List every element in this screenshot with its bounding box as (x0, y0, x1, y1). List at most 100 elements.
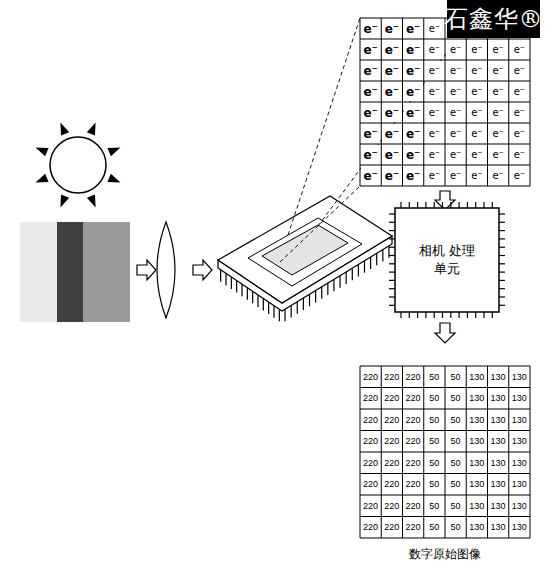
processor-body (395, 208, 499, 312)
pin (370, 257, 371, 269)
table-cell: 130 (489, 518, 508, 538)
pin (389, 238, 395, 239)
pin (389, 230, 395, 231)
electron-label: e⁻ (510, 103, 529, 122)
pin (499, 255, 505, 256)
table-line (360, 538, 530, 539)
electron-label: e⁻ (446, 166, 465, 185)
table-cell: 50 (425, 518, 444, 538)
pin (231, 277, 232, 289)
electron-label: e⁻ (489, 166, 508, 185)
electron-label: e⁻ (467, 61, 486, 80)
table-cell: 220 (382, 432, 401, 452)
electron-label: e⁻ (446, 61, 465, 80)
electron-label: e⁻ (510, 82, 529, 101)
electron-label: e⁻ (382, 40, 401, 59)
table-cell: 220 (361, 367, 380, 387)
pin (263, 298, 264, 310)
electron-label: e⁻ (425, 103, 444, 122)
pin (389, 222, 395, 223)
table-cell: 50 (425, 367, 444, 387)
caption: 数字原始图像 (409, 546, 481, 563)
processor-pins (389, 202, 505, 318)
electron-label: e⁻ (425, 124, 444, 143)
pin (236, 281, 237, 293)
electron-label: e⁻ (361, 82, 380, 101)
electron-label: e⁻ (510, 61, 529, 80)
leader-line (288, 18, 360, 235)
table-cell: 220 (382, 496, 401, 516)
pin (434, 202, 435, 208)
grid-line (360, 186, 530, 187)
pin (499, 288, 505, 289)
table-cell: 130 (489, 475, 508, 495)
electron-label: e⁻ (404, 103, 423, 122)
pin (499, 238, 505, 239)
electron-label: e⁻ (361, 61, 380, 80)
table-cell: 130 (510, 410, 529, 430)
electron-label: e⁻ (361, 124, 380, 143)
arrow-right (193, 260, 212, 280)
pin (389, 288, 395, 289)
electron-label: e⁻ (467, 40, 486, 59)
table-cell: 220 (382, 410, 401, 430)
light-bar (20, 222, 57, 322)
electron-label: e⁻ (510, 145, 529, 164)
pin (376, 253, 377, 265)
electron-label: e⁻ (489, 124, 508, 143)
table-cell: 130 (510, 518, 529, 538)
table-cell: 50 (425, 410, 444, 430)
electron-label: e⁻ (382, 145, 401, 164)
pin (389, 296, 395, 297)
pin (389, 272, 395, 273)
table-cell: 220 (361, 389, 380, 409)
electron-label: e⁻ (446, 103, 465, 122)
sun-ray (60, 123, 69, 136)
table-cell: 220 (404, 518, 423, 538)
electron-label: e⁻ (361, 40, 380, 59)
table-cell: 50 (446, 496, 465, 516)
electron-label: e⁻ (467, 145, 486, 164)
electron-label: e⁻ (510, 40, 529, 59)
electron-label: e⁻ (382, 103, 401, 122)
electron-label: e⁻ (425, 82, 444, 101)
table-cell: 130 (467, 475, 486, 495)
pin (279, 309, 280, 321)
table-cell: 130 (510, 367, 529, 387)
table-cell: 50 (425, 389, 444, 409)
table-cell: 220 (361, 432, 380, 452)
gray-bar (83, 222, 130, 322)
electron-label: e⁻ (404, 145, 423, 164)
table-cell: 220 (361, 518, 380, 538)
electron-label: e⁻ (404, 124, 423, 143)
electron-label: e⁻ (382, 166, 401, 185)
pin (321, 287, 322, 299)
table-cell: 50 (446, 410, 465, 430)
pin (499, 272, 505, 273)
table-cell: 130 (467, 453, 486, 473)
watermark: 石鑫华® (447, 0, 540, 38)
pin (382, 250, 383, 262)
table-cell: 130 (489, 496, 508, 516)
pin (389, 247, 395, 248)
pin (400, 312, 401, 318)
table-line (360, 473, 530, 474)
pin (442, 312, 443, 318)
electron-label: e⁻ (446, 124, 465, 143)
table-cell: 220 (404, 453, 423, 473)
pin (459, 202, 460, 208)
table-cell: 220 (361, 496, 380, 516)
table-cell: 50 (425, 475, 444, 495)
table-cell: 50 (446, 432, 465, 452)
electron-label: e⁻ (467, 166, 486, 185)
electron-label: e⁻ (425, 40, 444, 59)
pin (499, 222, 505, 223)
electron-label: e⁻ (404, 166, 423, 185)
node-text: 相机 处理单元 (415, 242, 479, 277)
table-cell: 220 (361, 410, 380, 430)
pin (220, 270, 221, 282)
electron-label: e⁻ (382, 82, 401, 101)
table-line (487, 366, 488, 538)
electron-label: e⁻ (361, 103, 380, 122)
table-cell: 130 (489, 432, 508, 452)
